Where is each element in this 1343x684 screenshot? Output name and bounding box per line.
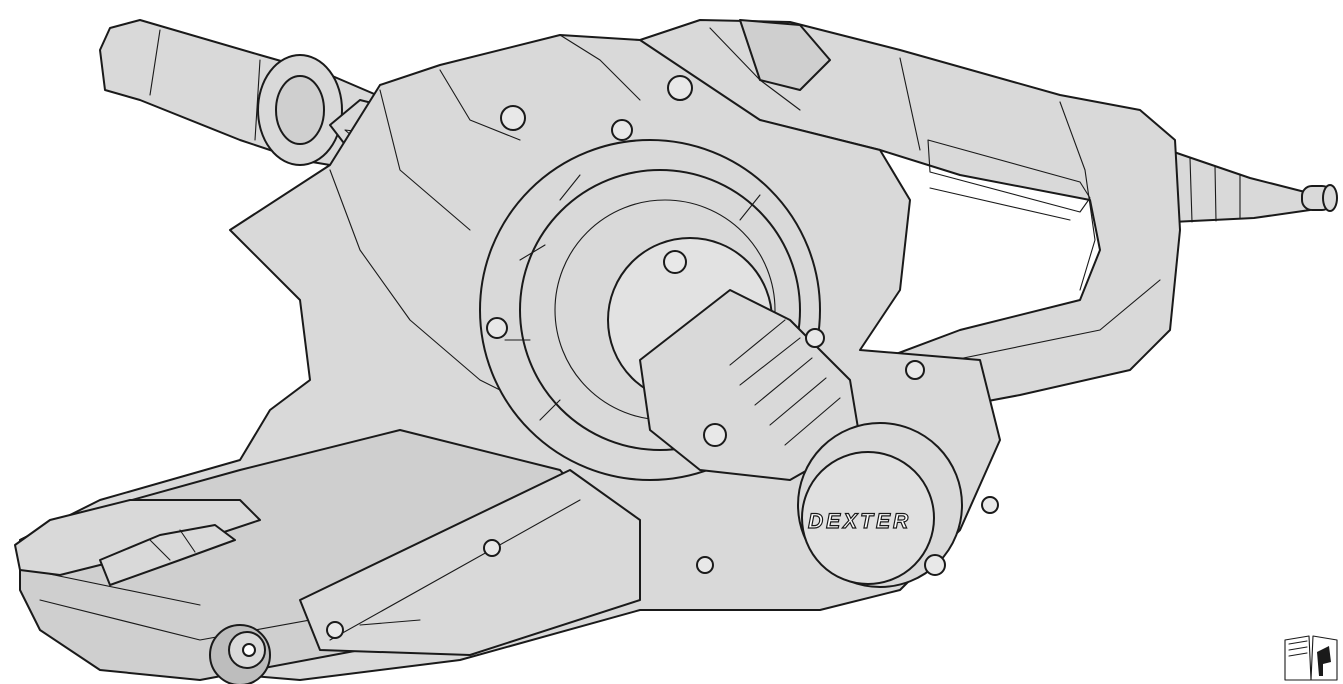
power-cord: [1167, 149, 1338, 223]
tracking-knob: [209, 624, 271, 684]
read-manual-icon: [1284, 635, 1338, 681]
belt-base: [19, 429, 641, 681]
tension-lever: [14, 499, 261, 586]
brand-logo: DEXTER: [808, 510, 911, 533]
brand-disc: [797, 422, 963, 588]
screws: [326, 75, 999, 639]
